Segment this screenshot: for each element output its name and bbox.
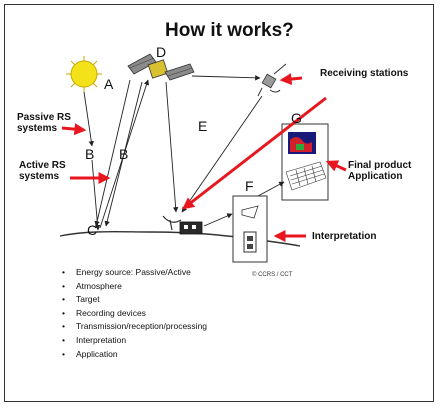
active-pulse-arrow [94,79,131,227]
final-pointer-arrow [325,160,347,172]
passive-rs-label: Passive RS systems [17,112,71,134]
relay-satellite-icon [257,63,287,97]
letter-d: D [156,44,167,60]
letter-a: A [104,76,114,92]
letter-b-right: B [119,146,129,162]
monitor-icon [281,123,329,201]
letter-g: G [291,110,302,126]
ground-line [59,230,301,247]
letter-b-left: B [85,146,95,162]
letter-f: F [245,178,254,194]
receiving-to-ground-arrow [182,96,327,210]
list-item: Energy source: Passive/Active [62,266,207,280]
receiving-stations-label: Receiving stations [320,68,409,79]
list-item: Transmission/reception/processing [62,320,207,334]
interpretation-label: Interpretation [312,231,377,242]
list-item: Application [62,348,207,362]
keyboard [285,161,327,191]
letter-e: E [198,118,208,134]
list-item: Target [62,293,207,307]
lab-to-monitor-arrow [257,181,285,197]
relay-to-ground-arrow [181,95,263,213]
satellite-to-ground-arrow [165,81,179,213]
ground-to-lab-arrow [203,213,233,227]
sun-icon [66,56,102,92]
receiving-pointer-arrow [279,73,303,86]
processing-lab-icon [232,195,268,263]
list-item: Atmosphere [62,280,207,294]
satellite-icon [127,53,195,81]
final-product-label: Final product Application [348,160,412,182]
list-item: Recording devices [62,307,207,321]
diagram-title: How it works? [165,20,294,41]
copyright-credit: © CCRS / CCT [252,272,293,278]
letter-c: C [87,222,98,238]
passive-pointer-arrow [61,123,87,136]
list-item: Interpretation [62,334,207,348]
ground-antenna-icon [162,215,203,235]
components-list: Energy source: Passive/Active Atmosphere… [62,266,207,361]
satellite-to-target-arrow [104,81,143,227]
atmosphere-to-target-line [91,159,101,231]
active-rs-label: Active RS systems [19,160,66,182]
sun-to-atmosphere-arrow [83,91,94,147]
satellite-to-relay-arrow [191,75,261,81]
